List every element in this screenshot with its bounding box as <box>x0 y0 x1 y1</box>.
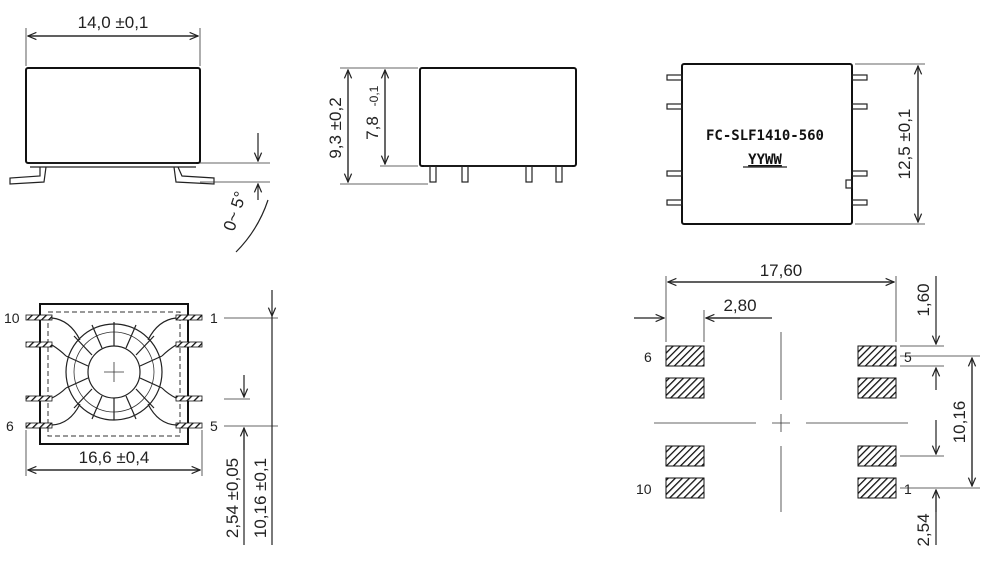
date-code-marking: YYWW <box>748 152 782 168</box>
top-height-dimension: 12,5 ±0,1 <box>895 109 914 180</box>
bottom-pin-6: 6 <box>6 418 14 434</box>
bottom-pin-1: 1 <box>210 310 218 326</box>
top-view: FC-SLF1410-560 YYWW 12,5 ±0,1 <box>666 63 925 225</box>
bottom-width-dimension: 16,6 ±0,4 <box>79 448 150 467</box>
pad <box>665 477 705 499</box>
toroid-core <box>51 317 177 426</box>
pad <box>857 445 897 467</box>
side-view: 14,0 ±0,1 0~ 5° <box>9 13 270 253</box>
side-angle-dimension: 0~ 5° <box>220 189 251 233</box>
front-body-tolerance: -0,1 <box>367 85 381 106</box>
part-number-marking: FC-SLF1410-560 <box>706 128 824 144</box>
footprint-pin-10: 10 <box>636 481 652 497</box>
footprint-pin-1: 1 <box>904 481 912 497</box>
top-body <box>681 63 853 225</box>
pad <box>857 477 897 499</box>
side-width-dimension: 14,0 ±0,1 <box>78 13 149 32</box>
bottom-span-dimension: 10,16 ±0,1 <box>251 458 270 538</box>
footprint-pads <box>665 345 897 499</box>
front-height-dimension: 9,3 ±0,2 <box>326 97 345 158</box>
front-lead <box>429 165 437 183</box>
front-body <box>419 67 577 167</box>
footprint-span-dimension: 10,16 <box>950 401 969 444</box>
bottom-leads <box>25 314 203 429</box>
front-lead <box>461 165 469 183</box>
footprint-pad-dimension: 2,80 <box>723 296 756 315</box>
pad <box>857 377 897 399</box>
front-body-dimension: 7,8 <box>363 116 382 140</box>
bottom-pin-10: 10 <box>4 310 20 326</box>
pad <box>665 445 705 467</box>
footprint-pin-5: 5 <box>904 349 912 365</box>
side-body <box>25 67 201 164</box>
bottom-pitch-dimension: 2,54 ±0,05 <box>223 458 242 538</box>
front-lead <box>525 165 533 183</box>
pad <box>665 377 705 399</box>
top-leads <box>666 74 868 206</box>
bottom-view: 10 1 6 5 16,6 ±0,4 2,54 ±0,05 10,16 ±0,1 <box>4 290 278 545</box>
footprint-pad-height-dimension: 1,60 <box>914 283 933 316</box>
side-lead-right <box>173 166 215 185</box>
side-lead-left <box>9 166 47 185</box>
footprint-pin-6: 6 <box>644 349 652 365</box>
footprint-overall-dimension: 17,60 <box>760 261 803 280</box>
footprint-pitch-dimension: 2,54 <box>914 513 933 546</box>
pad <box>857 345 897 367</box>
front-view: 9,3 ±0,2 7,8 -0,1 <box>326 67 577 185</box>
pad <box>665 345 705 367</box>
footprint-view: 17,60 2,80 6 5 10 1 <box>634 261 980 547</box>
front-lead <box>555 165 563 183</box>
bottom-pin-5: 5 <box>210 418 218 434</box>
